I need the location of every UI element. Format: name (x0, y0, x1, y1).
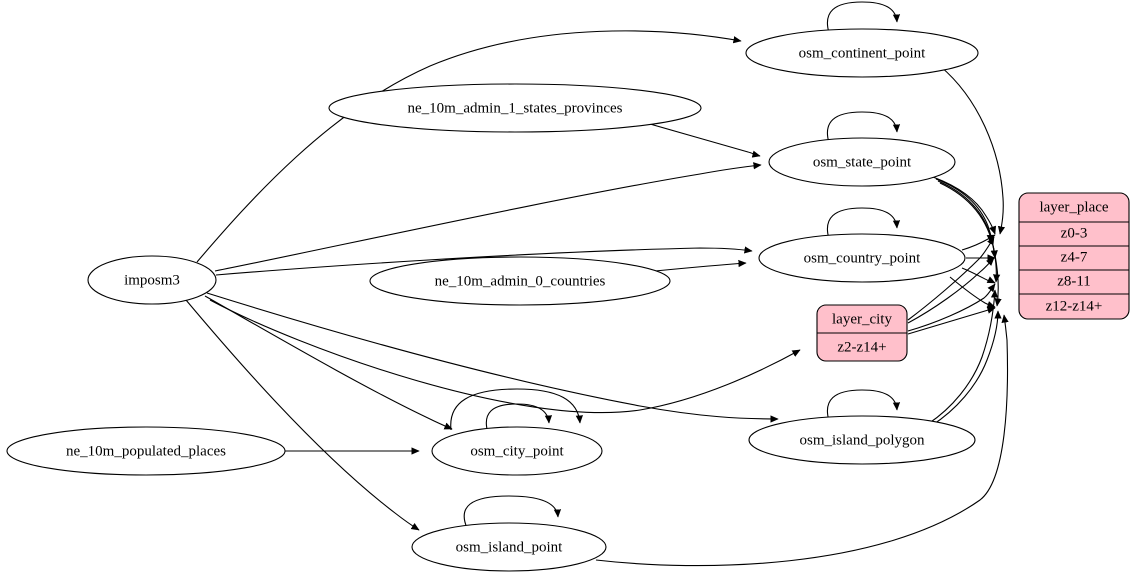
edge-osm-state-point-to-layer-place-z0-3 (932, 176, 997, 235)
node-osm-island-polygon-label: osm_island_polygon (799, 432, 925, 448)
record-layer-place-body[interactable] (1018, 192, 1130, 320)
node-osm-city-point[interactable]: osm_city_point (431, 426, 603, 476)
node-layer: imposm3 ne_10m_admin_1_states_provinces … (6, 28, 979, 572)
edge-imposm3-to-osm-island-polygon (206, 292, 779, 423)
edge-osm-country-point-to-layer-place-z12-z14 (949, 276, 996, 309)
edge-osm-city-point-incoming-arc (450, 388, 583, 431)
node-osm-island-point[interactable]: osm_island_point (411, 522, 607, 572)
node-ne-10m-admin-0-countries-label: ne_10m_admin_0_countries (435, 273, 606, 289)
edge-osm-island-polygon-self-loop (826, 389, 901, 422)
node-osm-state-point-shape[interactable] (768, 137, 956, 187)
edge-osm-state-point-to-layer-place-z12-z14 (939, 182, 1002, 307)
node-ne-10m-populated-places-label: ne_10m_populated_places (66, 443, 226, 459)
record-layer-place-cell-z8-11[interactable]: z8-11 (1057, 273, 1091, 289)
record-layer-place-cell-z4-7[interactable]: z4-7 (1061, 249, 1088, 265)
edge-imposm3-to-osm-state-point (214, 162, 762, 272)
edge-osm-continent-point-to-layer-place-z0-3 (939, 65, 1006, 235)
node-ne-10m-populated-places-shape[interactable] (6, 426, 286, 476)
node-osm-continent-point-label: osm_continent_point (799, 45, 926, 61)
edge-layer (185, 1, 1009, 567)
edge-osm-island-polygon-to-layer-place-z12-z14 (930, 310, 1002, 427)
edge-ne-countries-to-osm-country-point (654, 259, 747, 272)
node-imposm3-label: imposm3 (124, 272, 180, 288)
node-osm-island-point-shape[interactable] (411, 522, 607, 572)
edge-layer-city-to-layer-place-z8-11 (907, 283, 996, 332)
node-imposm3[interactable]: imposm3 (87, 255, 217, 305)
edge-imposm3-to-osm-island-point (185, 299, 420, 531)
edge-osm-island-polygon-to-layer-place-z8-11 (927, 289, 999, 425)
node-ne-10m-admin-1-states-provinces-shape[interactable] (328, 83, 702, 133)
node-ne-10m-admin-1-states-provinces[interactable]: ne_10m_admin_1_states_provinces (328, 83, 702, 133)
record-layer-place-cell-z12-z14[interactable]: z12-z14+ (1046, 298, 1103, 314)
record-layer-city[interactable]: layer_city z2-z14+ (816, 304, 908, 362)
node-osm-city-point-shape[interactable] (431, 426, 603, 476)
node-osm-country-point-shape[interactable] (758, 233, 966, 283)
edge-imposm3-to-osm-country-point (215, 246, 753, 276)
node-osm-island-point-label: osm_island_point (456, 539, 564, 555)
edge-osm-country-point-self-loop (826, 207, 901, 240)
node-ne-10m-admin-0-countries[interactable]: ne_10m_admin_0_countries (369, 256, 671, 306)
edge-layer-city-to-layer-place-z0-3 (907, 236, 995, 321)
record-layer-place-title: layer_place (1039, 199, 1108, 215)
node-osm-state-point-label: osm_state_point (813, 154, 912, 170)
record-layer-place-cell-z0-3[interactable]: z0-3 (1061, 225, 1088, 241)
node-osm-island-polygon[interactable]: osm_island_polygon (748, 415, 976, 465)
record-layer-city-title: layer_city (832, 311, 892, 327)
edge-layer-city-to-layer-place-z12-z14 (907, 306, 996, 335)
record-layer-city-cell-z2-z14[interactable]: z2-z14+ (837, 339, 886, 355)
node-osm-country-point-label: osm_country_point (804, 250, 921, 266)
edge-osm-island-point-to-layer-place-z12-z14 (595, 314, 1009, 567)
node-osm-island-polygon-shape[interactable] (748, 415, 976, 465)
node-osm-state-point[interactable]: osm_state_point (768, 137, 956, 187)
node-osm-continent-point[interactable]: osm_continent_point (745, 28, 979, 78)
record-layer-place[interactable]: layer_place z0-3 z4-7 z8-11 z12-z14+ (1018, 192, 1130, 320)
node-ne-10m-admin-0-countries-shape[interactable] (369, 256, 671, 306)
edge-imposm3-to-osm-city-point (204, 295, 453, 430)
node-osm-city-point-label: osm_city_point (470, 443, 564, 459)
node-ne-10m-admin-1-states-provinces-label: ne_10m_admin_1_states_provinces (408, 100, 623, 116)
edge-osm-country-point-to-layer-place-z8-11 (961, 267, 996, 284)
edge-osm-state-point-self-loop (826, 111, 901, 144)
node-ne-10m-populated-places[interactable]: ne_10m_populated_places (6, 426, 286, 476)
node-osm-country-point[interactable]: osm_country_point (758, 233, 966, 283)
node-imposm3-shape[interactable] (87, 255, 217, 305)
edge-osm-island-point-self-loop (463, 495, 562, 529)
edge-osm-continent-point-self-loop (826, 1, 901, 34)
record-layer: layer_place z0-3 z4-7 z8-11 z12-z14+ lay… (816, 192, 1130, 362)
edge-layer-city-to-layer-place-z4-7 (907, 257, 995, 324)
node-osm-continent-point-shape[interactable] (745, 28, 979, 78)
edge-imposm3-to-layer-city (209, 299, 801, 414)
edge-imposm3-to-osm-continent-point (196, 30, 742, 263)
edge-ne-states-to-osm-state-point (649, 123, 761, 158)
